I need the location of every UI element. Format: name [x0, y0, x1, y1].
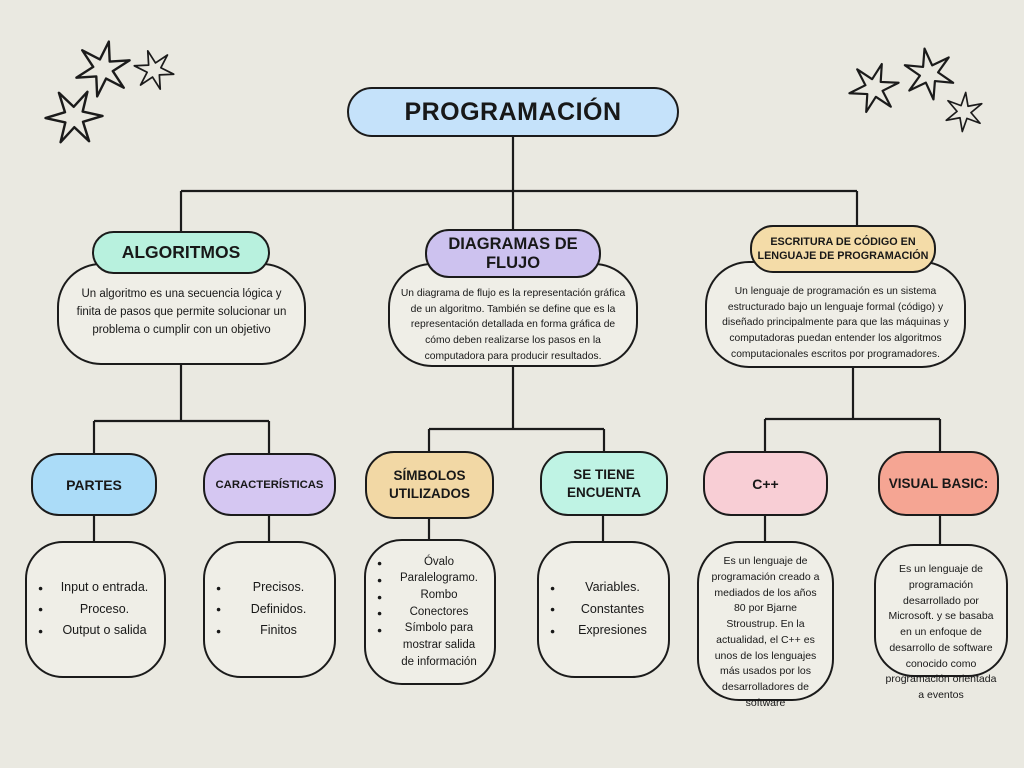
node-algoritmos: ALGORITMOS	[92, 231, 270, 274]
list-item: Finitos	[216, 620, 322, 642]
list-item: Expresiones	[550, 620, 656, 642]
list-item: Óvalo	[377, 554, 482, 571]
node-caracteristicas: CARACTERÍSTICAS	[203, 453, 336, 516]
se-tiene-list-box: Variables. Constantes Expresiones	[537, 541, 670, 678]
simbolos-list-box: Óvalo Paralelogramo. Rombo Conectores Sí…	[364, 539, 496, 685]
node-diagramas-de-flujo: DIAGRAMAS DE FLUJO	[425, 229, 601, 278]
diagramas-description-box: Un diagrama de flujo es la representació…	[388, 263, 638, 367]
list-item: Definidos.	[216, 599, 322, 621]
se-tiene-list: Variables. Constantes Expresiones	[539, 543, 668, 676]
cpp-text-box: Es un lenguaje de programación creado a …	[697, 541, 834, 709]
partes-list-box: Input o entrada. Proceso. Output o salid…	[25, 541, 166, 678]
star-decorations	[44, 40, 983, 144]
list-item: Proceso.	[38, 599, 152, 621]
list-item: Variables.	[550, 577, 656, 599]
star-icon	[75, 40, 131, 98]
list-item: Output o salida	[38, 620, 152, 642]
partes-list: Input o entrada. Proceso. Output o salid…	[27, 543, 164, 676]
caracteristicas-list: Precisos. Definidos. Finitos	[205, 543, 334, 676]
root-node-programacion: PROGRAMACIÓN	[347, 87, 679, 137]
star-icon	[44, 90, 104, 144]
list-item: Símbolo para mostrar salida de informaci…	[377, 620, 482, 670]
list-item: Rombo	[377, 587, 482, 604]
node-cpp: C++	[703, 451, 828, 516]
list-item: Paralelogramo.	[377, 570, 482, 587]
node-simbolos-utilizados: SÍMBOLOS UTILIZADOS	[365, 451, 494, 519]
node-se-tiene-encuenta: SE TIENE ENCUENTA	[540, 451, 668, 516]
list-item: Input o entrada.	[38, 577, 152, 599]
star-icon	[133, 49, 175, 91]
node-visual-basic: VISUAL BASIC:	[878, 451, 999, 516]
star-icon	[903, 47, 955, 101]
list-item: Conectores	[377, 604, 482, 621]
list-item: Precisos.	[216, 577, 322, 599]
simbolos-list: Óvalo Paralelogramo. Rombo Conectores Sí…	[366, 541, 494, 683]
algoritmos-description-box: Un algoritmo es una secuencia lógica y f…	[57, 263, 306, 365]
caracteristicas-list-box: Precisos. Definidos. Finitos	[203, 541, 336, 678]
node-partes: PARTES	[31, 453, 157, 516]
node-escritura-de-codigo: ESCRITURA DE CÓDIGO EN LENGUAJE DE PROGR…	[750, 225, 936, 273]
list-item: Constantes	[550, 599, 656, 621]
connector-lines	[92, 136, 942, 544]
escritura-description-box: Un lenguaje de programación es un sistem…	[705, 261, 966, 368]
visual-basic-text-box: Es un lenguaje de programación desarroll…	[874, 544, 1008, 701]
star-icon	[848, 62, 900, 114]
star-icon	[945, 91, 983, 133]
